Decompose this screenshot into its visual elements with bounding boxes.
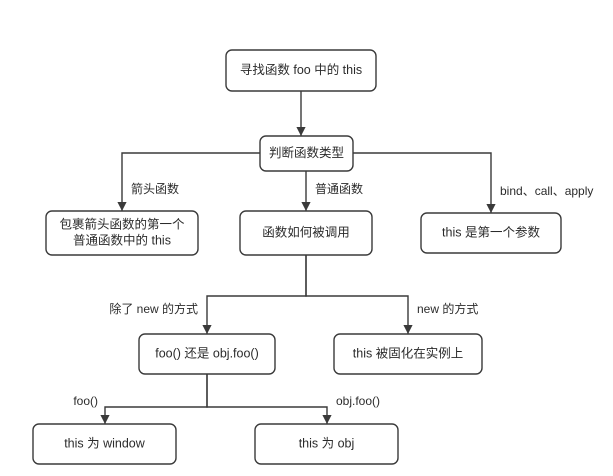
node-how-function-is-called-label: 函数如何被调用 xyxy=(262,224,350,239)
node-this-bound-to-instance[interactable]: this 被固化在实例上 xyxy=(333,333,483,375)
node-wrapping-normal-function-this-label: 包裹箭头函数的第一个 xyxy=(59,216,185,231)
node-wrapping-normal-function-this-box[interactable] xyxy=(45,210,199,256)
edge-arrow-function-line xyxy=(121,152,260,211)
node-this-is-first-argument[interactable]: this 是第一个参数 xyxy=(420,212,562,254)
node-this-is-obj-box[interactable] xyxy=(254,423,399,465)
edge-except-new-arrowhead xyxy=(202,325,212,334)
node-find-this-in-foo[interactable]: 寻找函数 foo 中的 this xyxy=(225,49,377,92)
node-this-is-first-argument-box[interactable] xyxy=(420,212,562,254)
edge-start-to-decide-type xyxy=(296,91,306,136)
edge-arrow-function: 箭头函数 xyxy=(117,152,260,211)
edge-bind-call-apply: bind、call、apply xyxy=(353,152,593,213)
node-foo-or-obj-foo-box[interactable] xyxy=(138,333,276,375)
edge-new-way-label: new 的方式 xyxy=(417,301,478,316)
edge-obj-foo-call-line xyxy=(206,374,328,424)
node-determine-function-type-label: 判断函数类型 xyxy=(269,145,344,160)
edge-normal-function-arrowhead xyxy=(301,202,311,211)
node-this-bound-to-instance-label: this 被固化在实例上 xyxy=(353,345,463,360)
node-foo-or-obj-foo[interactable]: foo() 还是 obj.foo() xyxy=(138,333,276,375)
edge-start-to-decide-type-arrowhead xyxy=(296,127,306,136)
node-this-is-obj-label: this 为 obj xyxy=(299,436,355,450)
node-find-this-in-foo-box[interactable] xyxy=(225,49,377,92)
node-how-function-is-called-box[interactable] xyxy=(239,210,373,256)
edges-layer: 箭头函数 普通函数 bind、call、apply 除了 new 的方式 new 的方式… xyxy=(73,91,593,424)
edge-foo-call: foo() xyxy=(73,374,208,424)
edge-foo-call-label: foo() xyxy=(73,394,98,408)
edge-obj-foo-call-arrowhead xyxy=(322,415,332,424)
node-this-is-obj[interactable]: this 为 obj xyxy=(254,423,399,465)
node-determine-function-type[interactable]: 判断函数类型 xyxy=(259,135,354,172)
edge-normal-function: 普通函数 xyxy=(301,171,363,211)
edge-new-way-line xyxy=(305,255,409,334)
edge-foo-call-arrowhead xyxy=(100,415,110,424)
edge-obj-foo-call-label: obj.foo() xyxy=(336,394,380,408)
edge-bind-call-apply-line xyxy=(353,152,492,213)
edge-bind-call-apply-arrowhead xyxy=(486,204,496,213)
edge-arrow-function-arrowhead xyxy=(117,202,127,211)
edge-normal-function-label: 普通函数 xyxy=(315,181,363,196)
node-wrapping-normal-function-this-label: 普通函数中的 this xyxy=(73,232,171,247)
edge-bind-call-apply-label: bind、call、apply xyxy=(500,184,593,198)
edge-new-way: new 的方式 xyxy=(305,255,478,334)
node-this-is-window[interactable]: this 为 window xyxy=(32,423,177,465)
node-this-is-window-label: this 为 window xyxy=(64,436,146,450)
edge-obj-foo-call: obj.foo() xyxy=(206,374,380,424)
node-foo-or-obj-foo-label: foo() 还是 obj.foo() xyxy=(155,346,259,360)
edge-except-new-line xyxy=(206,255,307,334)
edge-except-new-label: 除了 new 的方式 xyxy=(109,301,198,316)
node-this-is-first-argument-label: this 是第一个参数 xyxy=(442,224,540,239)
node-determine-function-type-box[interactable] xyxy=(259,135,354,172)
edge-arrow-function-label: 箭头函数 xyxy=(131,181,179,196)
edge-foo-call-line xyxy=(104,374,208,424)
node-this-is-window-box[interactable] xyxy=(32,423,177,465)
edge-except-new: 除了 new 的方式 xyxy=(109,255,307,334)
edge-new-way-arrowhead xyxy=(403,325,413,334)
node-find-this-in-foo-label: 寻找函数 foo 中的 this xyxy=(240,62,362,77)
node-this-bound-to-instance-box[interactable] xyxy=(333,333,483,375)
node-how-function-is-called[interactable]: 函数如何被调用 xyxy=(239,210,373,256)
